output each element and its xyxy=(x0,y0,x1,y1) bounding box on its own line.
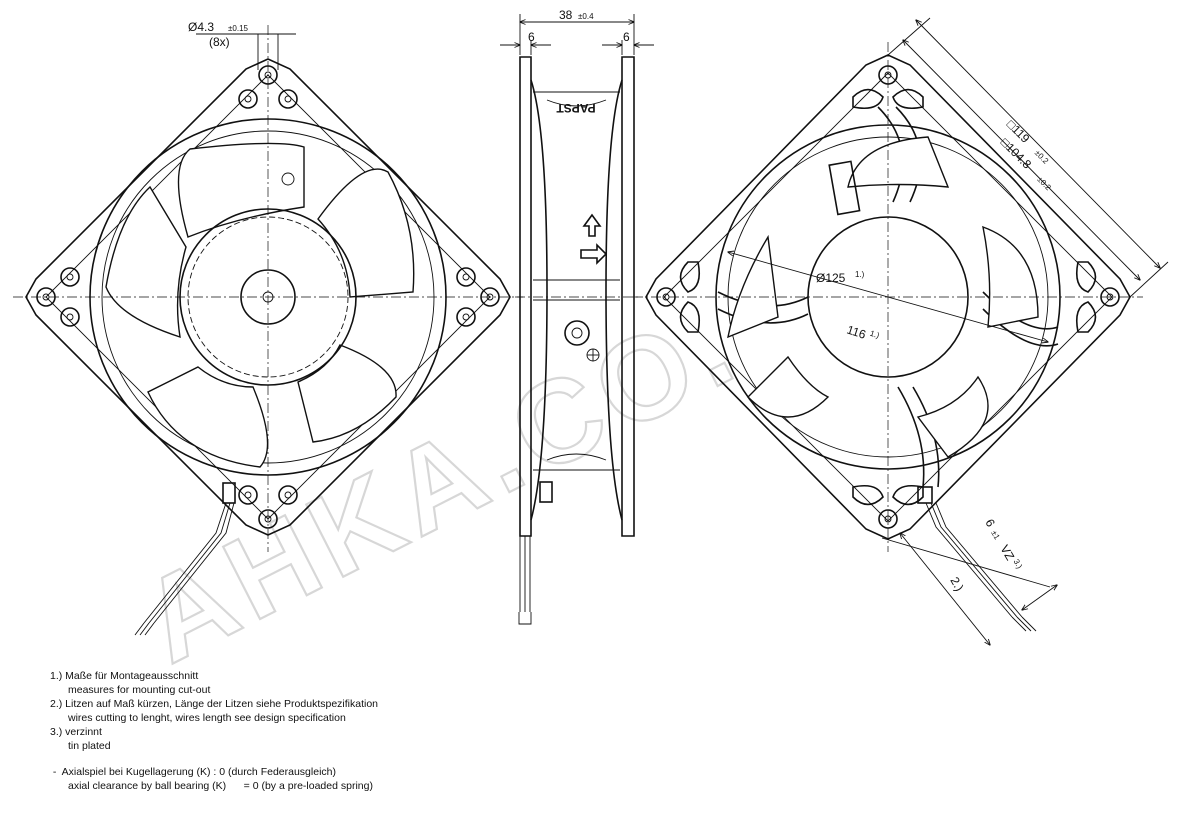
note-2-de: 2.) Litzen auf Maß kürzen, Länge der Lit… xyxy=(50,698,379,710)
side-venturi xyxy=(546,99,607,461)
side-right-flange xyxy=(621,56,635,537)
front-view xyxy=(13,25,523,636)
size-pitch-label: □104.8 xyxy=(998,135,1034,171)
notes-block: 1.) Maße für Montageausschnitt measures … xyxy=(50,669,610,793)
hole-count-label: (8x) xyxy=(209,35,230,49)
note-2-en: wires cutting to lenght, wires length se… xyxy=(68,712,346,724)
side-cable xyxy=(518,481,553,625)
rotation-arrow-icon xyxy=(580,243,608,265)
strip-tol-label: ±1 xyxy=(989,529,1001,542)
side-body xyxy=(530,79,623,521)
front-cable xyxy=(134,482,236,636)
front-mount-holes xyxy=(36,65,500,529)
axial-note-de: - Axialspiel bei Kugellagerung (K) : 0 (… xyxy=(50,766,336,778)
side-hub xyxy=(564,320,590,346)
depth-tol-label: ±0.4 xyxy=(578,12,594,21)
front-rotation-mark xyxy=(281,172,295,186)
hole-dimension: Ø4.3 ±0.15 (8x) xyxy=(188,20,296,70)
cutout-pitch-note: 1.) xyxy=(869,329,881,341)
front-hub-rib xyxy=(187,216,349,378)
brand-label: PAPST xyxy=(556,101,596,115)
strip-note-label: 3.) xyxy=(1012,558,1025,571)
cutout-dia-leader xyxy=(728,252,1048,342)
cutout-dia-label: Ø125 xyxy=(816,271,846,285)
front-fan-blades xyxy=(105,142,415,468)
front-hub xyxy=(240,269,296,325)
side-view: PAPST xyxy=(515,56,640,625)
cutout-pitch-label: 116 xyxy=(845,323,868,342)
hole-tol-label: ±0.15 xyxy=(228,24,249,33)
flange-left-label: 6 xyxy=(528,30,535,44)
hole-dia-label: Ø4.3 xyxy=(188,20,214,34)
depth-label: 38 xyxy=(559,8,573,22)
strip-vz-label: VZ xyxy=(997,542,1017,562)
wire-length-dimension: 6 ±1 VZ 3.) 2.) xyxy=(881,517,1057,645)
flange-right-label: 6 xyxy=(623,30,630,44)
side-ribs xyxy=(533,91,620,471)
wire-note-label: 2.) xyxy=(947,575,966,594)
note-1-de: 1.) Maße für Montageausschnitt xyxy=(50,670,199,682)
note-3-en: tin plated xyxy=(68,740,111,752)
cutout-dia-note: 1.) xyxy=(855,270,865,279)
rear-fan-blades xyxy=(727,136,1039,458)
note-3-de: 3.) verzinnt xyxy=(50,726,102,738)
watermark-text: AHKA.CO. xyxy=(122,277,759,689)
axial-note-en: axial clearance by ball bearing (K) = 0 … xyxy=(68,780,373,792)
note-1-en: measures for mounting cut-out xyxy=(68,684,211,696)
depth-dimension: 38 ±0.4 6 6 xyxy=(500,8,654,55)
rear-label-pad xyxy=(828,160,861,216)
size-outer-tol: ±0.2 xyxy=(1033,148,1051,166)
airflow-arrow-icon xyxy=(582,213,602,237)
side-left-flange xyxy=(519,56,532,537)
strip-len-label: 6 xyxy=(982,517,998,530)
